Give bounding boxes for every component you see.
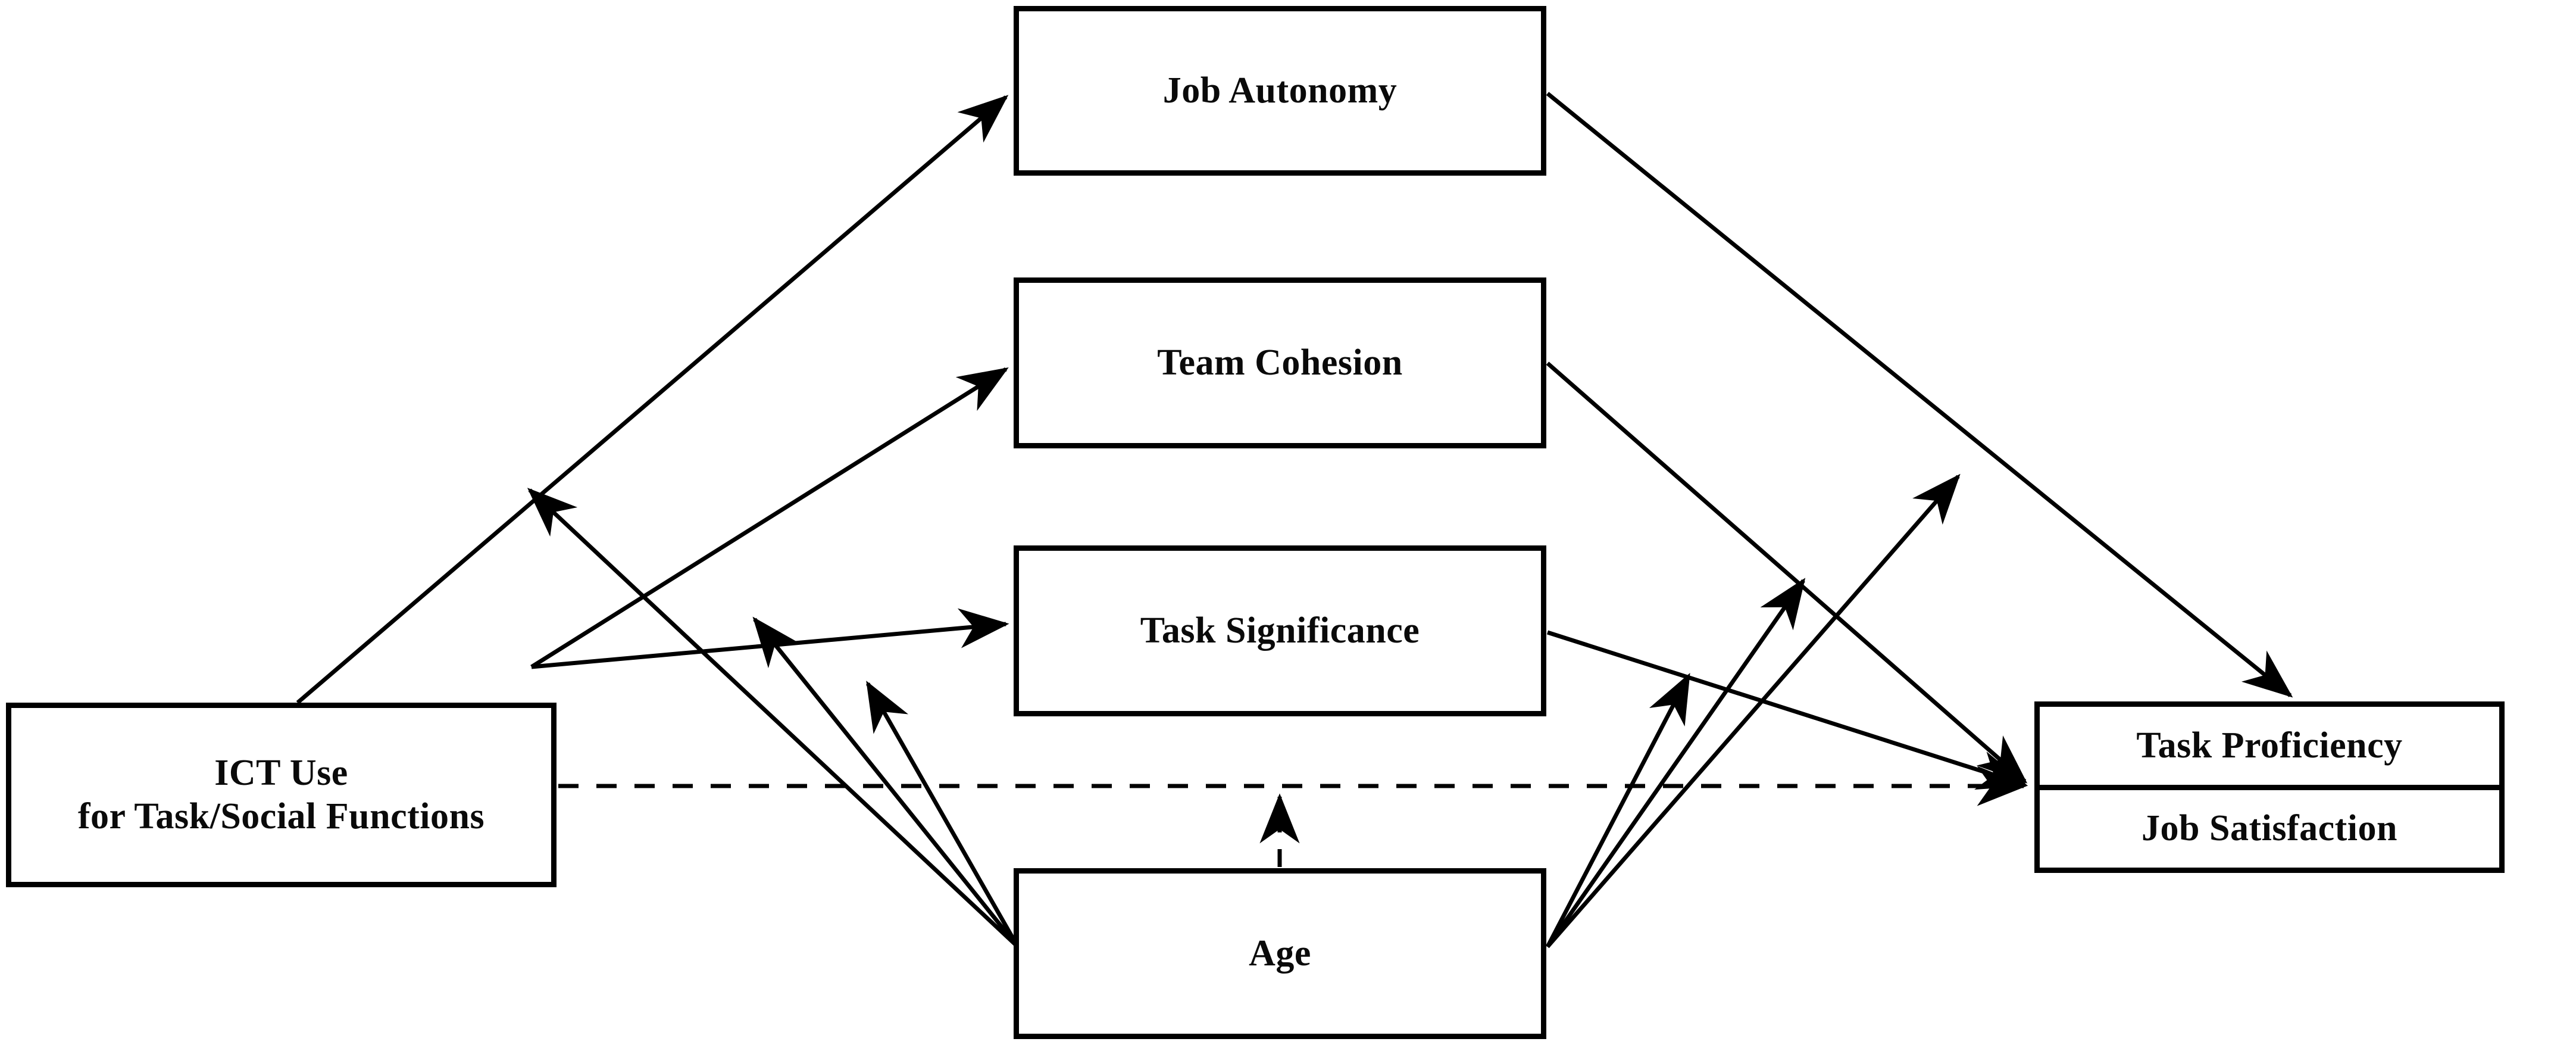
node-outcomes-task-proficiency-cell[interactable]: Task Proficiency (2040, 707, 2499, 790)
node-outcomes-job-satisfaction-label: Job Satisfaction (2142, 808, 2397, 849)
node-task-significance[interactable]: Task Significance (1014, 545, 1546, 716)
edge-task-significance-to-outcomes (1546, 630, 2028, 790)
node-outcomes-task-proficiency-label: Task Proficiency (2136, 725, 2403, 766)
edge-age-to-outcomes-a (1546, 473, 1961, 949)
edge-age-to-job-autonomy (527, 488, 1020, 949)
node-ict-use[interactable]: ICT Use for Task/Social Functions (6, 703, 557, 887)
node-age[interactable]: Age (1014, 868, 1546, 1039)
edge-age-to-task-significance (865, 681, 1020, 948)
edge-job-autonomy-to-outcomes (1546, 92, 2293, 698)
edge-age-to-outcomes-c (1545, 673, 1691, 948)
node-outcomes-job-satisfaction-cell[interactable]: Job Satisfaction (2040, 790, 2499, 868)
edge-age-to-team-cohesion (752, 616, 1020, 949)
edge-ict-use-to-task-significance (531, 608, 1009, 669)
node-outcomes[interactable]: Task Proficiency Job Satisfaction (2034, 701, 2505, 873)
node-ict-use-label: ICT Use for Task/Social Functions (11, 751, 551, 838)
edge-ict-use-to-team-cohesion (530, 367, 1009, 669)
node-job-autonomy[interactable]: Job Autonomy (1014, 6, 1546, 176)
edge-team-cohesion-to-outcomes (1546, 361, 2028, 784)
node-age-label: Age (1249, 932, 1311, 974)
node-team-cohesion[interactable]: Team Cohesion (1014, 277, 1546, 448)
node-ict-use-label-line1: ICT Use (214, 752, 348, 793)
edge-ict-use-to-job-autonomy (296, 95, 1009, 704)
edge-age-to-outcomes-b (1546, 578, 1806, 949)
node-ict-use-label-line2: for Task/Social Functions (77, 796, 485, 837)
node-task-significance-label: Task Significance (1140, 610, 1420, 651)
node-job-autonomy-label: Job Autonomy (1162, 70, 1398, 111)
node-team-cohesion-label: Team Cohesion (1157, 342, 1403, 383)
